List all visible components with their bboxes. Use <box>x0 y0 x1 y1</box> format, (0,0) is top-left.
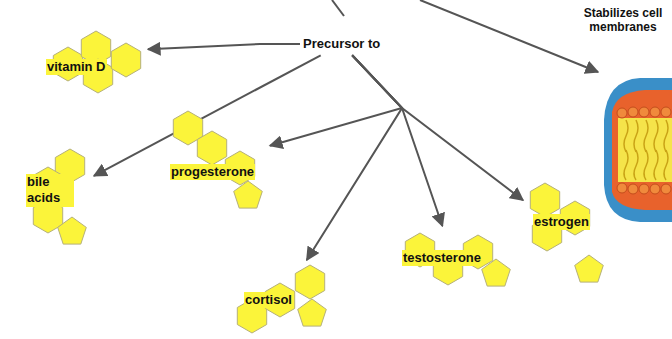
function-label: Stabilizes cell membranes <box>578 6 668 35</box>
arrow-connector <box>352 55 523 200</box>
text-node: Precursor to <box>303 36 380 52</box>
arrow-connector <box>270 55 402 145</box>
molecule-name: cortisol <box>244 292 293 308</box>
heading-text: Precursor to <box>303 36 380 52</box>
molecule-node: vitamin D <box>38 12 146 92</box>
molecule-name: testosterone <box>402 250 482 266</box>
leader-arrow <box>420 0 598 72</box>
molecule-node: progesterone <box>168 108 268 213</box>
molecule-node: estrogen <box>525 180 615 292</box>
steroid-rings <box>38 12 146 92</box>
steroid-rings <box>525 180 615 292</box>
molecule-name: vitamin D <box>46 59 107 75</box>
molecule-name: estrogen <box>533 214 590 230</box>
molecule-node: cortisol <box>230 262 334 337</box>
molecule-node: testosterone <box>398 228 510 292</box>
cut-off-line <box>332 0 344 16</box>
molecule-node: bile acids <box>20 146 92 246</box>
molecule-name: progesterone <box>170 164 255 180</box>
arrow-connector <box>307 55 402 260</box>
cell-membrane <box>604 78 672 222</box>
arrow-connector <box>352 55 442 226</box>
arrow-connector <box>148 44 300 49</box>
molecule-name: bile acids <box>26 174 74 207</box>
steroid-rings <box>168 108 268 213</box>
